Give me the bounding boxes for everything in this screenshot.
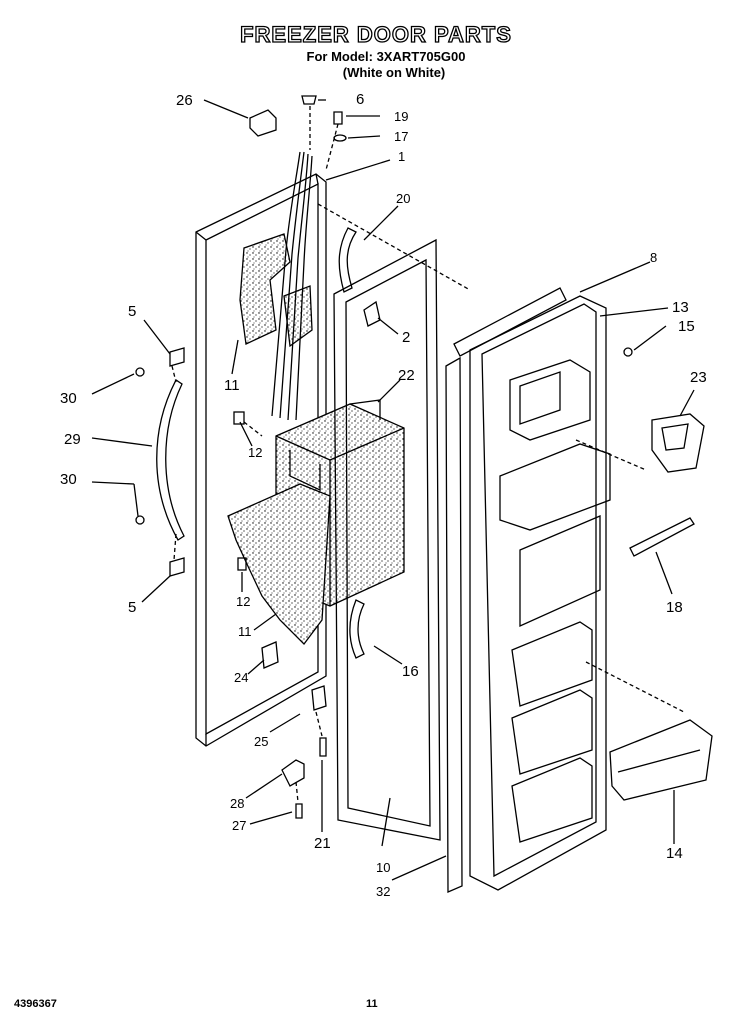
callout-30-lower: 30 bbox=[60, 471, 77, 488]
callout-29: 29 bbox=[64, 431, 81, 448]
screw-15 bbox=[623, 347, 633, 357]
drip-trim bbox=[629, 517, 695, 557]
callout-18: 18 bbox=[666, 599, 683, 616]
callout-25: 25 bbox=[254, 734, 268, 749]
handle-cap-lower bbox=[169, 557, 185, 577]
callout-24: 24 bbox=[234, 670, 248, 685]
water-tube-20 bbox=[338, 227, 357, 293]
bracket-12-lower bbox=[237, 557, 247, 571]
wire-connector bbox=[249, 109, 277, 137]
callout-27: 27 bbox=[232, 818, 246, 833]
clip-2 bbox=[363, 300, 381, 327]
callout-23: 23 bbox=[690, 369, 707, 386]
callout-16: 16 bbox=[402, 663, 419, 680]
callout-12-upper: 12 bbox=[248, 445, 262, 460]
water-tube-16 bbox=[349, 599, 365, 659]
bracket-12-upper bbox=[233, 411, 245, 425]
door-gasket bbox=[333, 238, 441, 841]
callout-labels: 26 6 19 17 1 20 8 13 15 5 2 22 23 11 30 … bbox=[60, 91, 707, 899]
callout-5-lower: 5 bbox=[128, 599, 136, 616]
callout-13: 13 bbox=[672, 299, 689, 316]
callout-20: 20 bbox=[396, 191, 410, 206]
screw-30-lower bbox=[135, 515, 145, 525]
hinge-bushing bbox=[311, 685, 327, 711]
door-liner bbox=[453, 287, 611, 891]
callout-26: 26 bbox=[176, 92, 193, 109]
callout-1: 1 bbox=[398, 149, 405, 164]
callout-5-upper: 5 bbox=[128, 303, 136, 320]
upper-insulation bbox=[239, 233, 291, 345]
callout-15: 15 bbox=[678, 318, 695, 335]
hinge-closure bbox=[281, 759, 305, 787]
callout-10: 10 bbox=[376, 860, 390, 875]
callout-22: 22 bbox=[398, 367, 415, 384]
diagram-title: FREEZER DOOR PARTS bbox=[239, 21, 512, 47]
callout-6: 6 bbox=[356, 91, 364, 108]
callout-12-lower: 12 bbox=[236, 594, 250, 609]
callout-11-upper: 11 bbox=[224, 377, 240, 394]
handle-cap-upper bbox=[169, 347, 185, 367]
callout-14: 14 bbox=[666, 845, 683, 862]
callout-21: 21 bbox=[314, 835, 331, 852]
callout-32: 32 bbox=[376, 884, 390, 899]
screw-27 bbox=[295, 803, 303, 819]
screw-30-upper bbox=[135, 367, 145, 377]
screw-21 bbox=[319, 737, 327, 757]
plug-6 bbox=[301, 95, 317, 105]
callout-2: 2 bbox=[402, 329, 410, 346]
callout-28: 28 bbox=[230, 796, 244, 811]
wire-harness bbox=[271, 151, 313, 421]
callout-11-lower: 11 bbox=[238, 624, 252, 639]
callout-17: 17 bbox=[394, 129, 408, 144]
callout-30-upper: 30 bbox=[60, 390, 77, 407]
door-handle bbox=[156, 379, 185, 541]
color-line: (White on White) bbox=[342, 65, 446, 80]
washer-17 bbox=[333, 134, 347, 142]
breaker-strip bbox=[445, 356, 463, 893]
page-number: 11 bbox=[366, 998, 378, 1010]
document-number: 4396367 bbox=[14, 998, 57, 1010]
screw-19 bbox=[333, 111, 343, 125]
dispenser-chute bbox=[651, 413, 705, 473]
lower-insulation bbox=[227, 483, 331, 645]
callout-8: 8 bbox=[650, 250, 657, 265]
callout-19: 19 bbox=[394, 109, 408, 124]
model-line: For Model: 3XART705G00 bbox=[306, 49, 466, 64]
